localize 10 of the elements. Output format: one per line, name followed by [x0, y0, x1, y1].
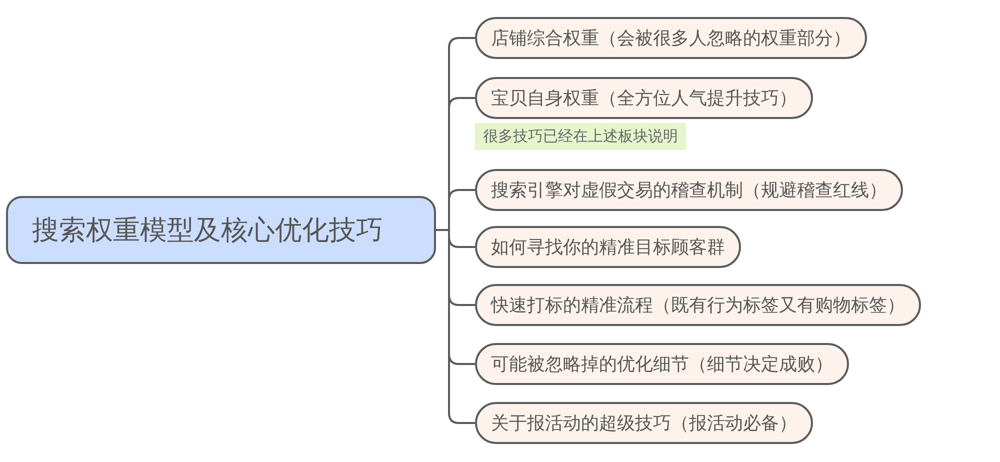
topic-box: 搜索引擎对虚假交易的稽查机制（规避稽查红线）	[475, 169, 903, 211]
note: 很多技巧已经在上述板块说明	[475, 123, 686, 150]
topic-box: 快速打标的精准流程（既有行为标签又有购物标签）	[475, 284, 921, 326]
topic-box: 店铺综合权重（会被很多人忽略的权重部分）	[475, 17, 867, 59]
topic-box: 可能被忽略掉的优化细节（细节决定成败）	[475, 343, 849, 385]
central-topic-box: 搜索权重模型及核心优化技巧	[6, 196, 436, 264]
topic-box: 宝贝自身权重（全方位人气提升技巧）	[475, 77, 813, 119]
connector-line	[436, 229, 475, 424]
topic-box: 关于报活动的超级技巧（报活动必备）	[475, 402, 813, 444]
topic-box: 如何寻找你的精准目标顾客群	[475, 226, 741, 268]
